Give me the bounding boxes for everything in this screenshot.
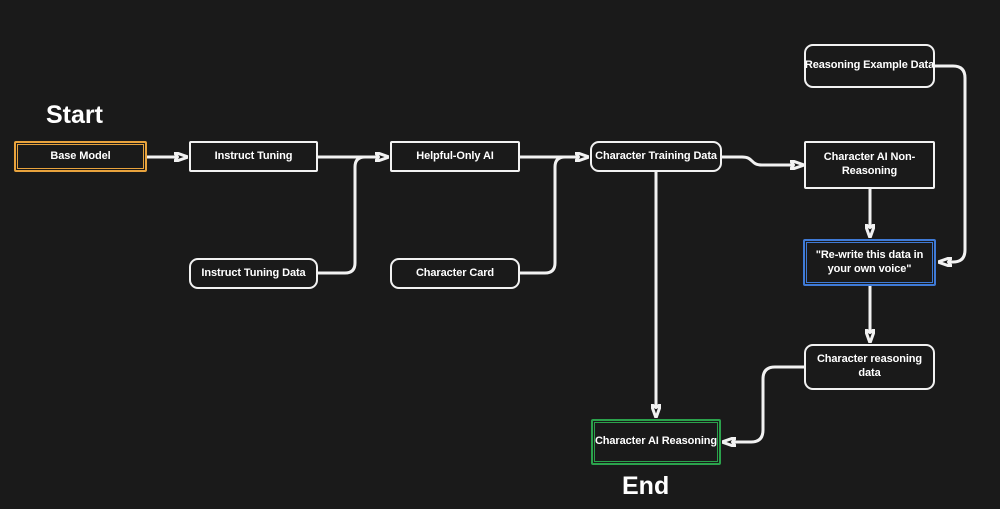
node-label: Character reasoning data bbox=[816, 353, 923, 379]
node-character-reasoning-data[interactable]: Character reasoning data bbox=[804, 344, 935, 390]
node-label: Character Card bbox=[415, 266, 495, 279]
node-label: Character AI Non-Reasoning bbox=[823, 151, 916, 177]
node-label: Instruct Tuning Data bbox=[201, 266, 306, 279]
edge-character-reasoning-data-to-character-ai-reasoning[interactable] bbox=[734, 365, 805, 442]
node-reasoning-example-data[interactable]: Reasoning Example Data bbox=[804, 44, 935, 88]
node-label: Base Model bbox=[50, 149, 111, 162]
node-instruct-tuning-data[interactable]: Instruct Tuning Data bbox=[189, 258, 318, 289]
node-character-ai-reasoning[interactable]: Character AI Reasoning bbox=[591, 419, 721, 465]
edge-reasoning-example-data-to-rewrite-prompt[interactable] bbox=[935, 64, 967, 262]
end-label[interactable]: End bbox=[622, 472, 670, 500]
node-label: Reasoning Example Data bbox=[804, 59, 935, 72]
edge-character-card-to-character-training-data[interactable] bbox=[520, 155, 577, 275]
node-character-training-data[interactable]: Character Training Data bbox=[590, 141, 722, 172]
node-helpful-only-ai[interactable]: Helpful-Only AI bbox=[390, 141, 520, 172]
start-label[interactable]: Start bbox=[46, 101, 103, 129]
node-label: Helpful-Only AI bbox=[416, 149, 494, 162]
node-rewrite-prompt[interactable]: "Re-write this data in your own voice" bbox=[803, 239, 936, 286]
node-character-card[interactable]: Character Card bbox=[390, 258, 520, 289]
node-label: "Re-write this data in your own voice" bbox=[815, 248, 924, 275]
edge-instruct-tuning-data-to-helpful-only-ai[interactable] bbox=[318, 155, 377, 275]
node-base-model[interactable]: Base Model bbox=[14, 141, 147, 172]
node-label: Character Training Data bbox=[595, 149, 717, 162]
node-instruct-tuning[interactable]: Instruct Tuning bbox=[189, 141, 318, 172]
edge-character-training-data-to-character-ai-non-reasoning[interactable] bbox=[722, 155, 792, 165]
node-character-ai-non-reasoning[interactable]: Character AI Non-Reasoning bbox=[804, 141, 935, 189]
node-label: Instruct Tuning bbox=[214, 149, 293, 162]
node-label: Character AI Reasoning bbox=[594, 435, 718, 448]
